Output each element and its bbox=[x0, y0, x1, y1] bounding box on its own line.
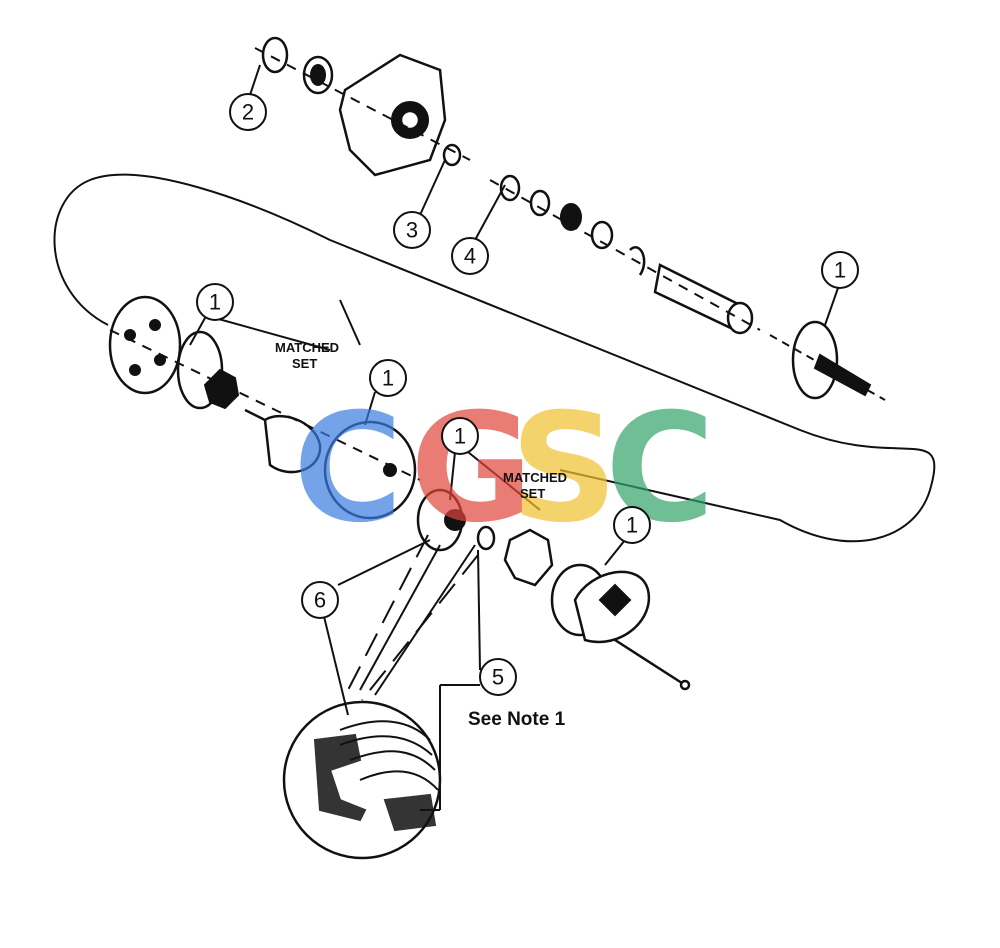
svg-text:4: 4 bbox=[464, 244, 476, 269]
svg-text:5: 5 bbox=[492, 665, 504, 690]
lower-star-part bbox=[503, 528, 554, 587]
callout-1c: 1 bbox=[369, 359, 407, 397]
matched-set-label-1-line1: MATCHED bbox=[275, 340, 339, 355]
callout-1e: 1 bbox=[613, 506, 651, 544]
small-o-ring-part bbox=[476, 525, 496, 551]
callout-6: 6 bbox=[301, 581, 339, 619]
svg-text:2: 2 bbox=[242, 100, 254, 125]
callout-1d: 1 bbox=[441, 417, 479, 455]
assembly-loop-line bbox=[53, 173, 936, 543]
o-ring-part bbox=[442, 143, 462, 167]
svg-text:3: 3 bbox=[406, 218, 418, 243]
shaft-group bbox=[489, 174, 761, 335]
svg-text:1: 1 bbox=[209, 290, 221, 315]
callout-5: 5 bbox=[479, 658, 517, 696]
watermark-letter-1: C bbox=[293, 382, 403, 556]
see-note-label: See Note 1 bbox=[468, 709, 566, 730]
leader-lines bbox=[189, 64, 839, 811]
top-housing-group bbox=[254, 36, 471, 177]
svg-text:1: 1 bbox=[626, 513, 638, 538]
callout-2: 2 bbox=[229, 93, 267, 131]
svg-text:6: 6 bbox=[314, 588, 326, 613]
left-gerotor-group bbox=[108, 295, 421, 520]
bolt-part bbox=[614, 638, 686, 687]
matched-set-label-2-line1: MATCHED bbox=[503, 470, 567, 485]
callout-3: 3 bbox=[393, 211, 431, 249]
seal-ring-part bbox=[261, 36, 289, 74]
plate-part bbox=[323, 420, 417, 520]
watermark-letter-3: S bbox=[510, 382, 618, 556]
rotor-part bbox=[263, 414, 322, 474]
lower-gerotor-group bbox=[416, 488, 691, 691]
svg-text:1: 1 bbox=[382, 366, 394, 391]
detail-magnifier bbox=[282, 534, 479, 860]
callout-4: 4 bbox=[451, 237, 489, 275]
matched-set-label-1-line2: SET bbox=[292, 356, 317, 371]
watermark: C G S C bbox=[293, 382, 715, 556]
callout-1b: 1 bbox=[196, 283, 234, 321]
watermark-letter-2: G bbox=[410, 382, 533, 556]
matched-set-label-2-line2: SET bbox=[520, 486, 545, 501]
coupling-group bbox=[769, 320, 886, 401]
callout-1a: 1 bbox=[821, 251, 859, 289]
end-plate-part bbox=[108, 295, 182, 395]
svg-text:1: 1 bbox=[834, 258, 846, 283]
svg-text:1: 1 bbox=[454, 424, 466, 449]
